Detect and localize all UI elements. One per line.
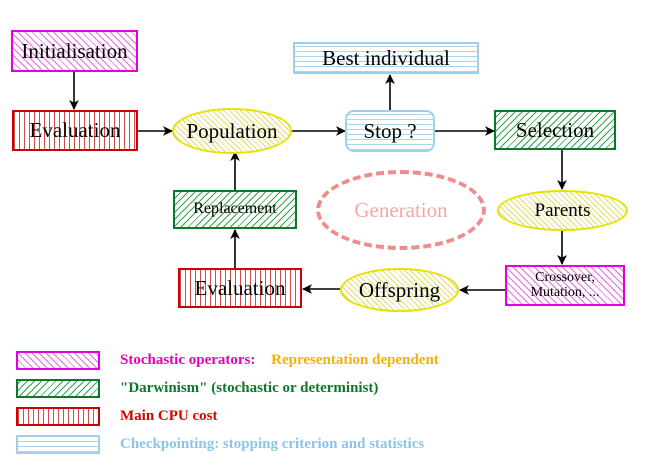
node-initialisation-label: Initialisation bbox=[21, 38, 128, 63]
legend-label-stochastic-operators: Stochastic operators: Representation dep… bbox=[120, 352, 439, 369]
legend-swatch-main-cpu-cost bbox=[16, 407, 100, 426]
node-best-individual[interactable]: Best individual bbox=[293, 42, 479, 74]
legend-label-a: Checkpointing: stopping criterion and st… bbox=[120, 436, 425, 452]
node-stop-label: Stop ? bbox=[363, 118, 417, 143]
node-parents[interactable]: Parents bbox=[497, 190, 628, 231]
node-evaluation-top-label: Evaluation bbox=[29, 118, 121, 143]
node-crossover-line1: Crossover, bbox=[535, 269, 595, 285]
node-replacement-label: Replacement bbox=[193, 200, 277, 218]
legend-row: Checkpointing: stopping criterion and st… bbox=[16, 432, 656, 457]
node-crossover-mutation[interactable]: Crossover, Mutation, ... bbox=[505, 265, 625, 306]
node-evaluation-bottom[interactable]: Evaluation bbox=[178, 268, 302, 308]
node-generation: Generation bbox=[316, 170, 486, 250]
node-selection-label: Selection bbox=[515, 117, 595, 142]
legend-label-a: Stochastic operators: bbox=[120, 352, 256, 368]
node-selection[interactable]: Selection bbox=[494, 110, 616, 150]
legend-row: "Darwinism" (stochastic or determinist) bbox=[16, 376, 656, 401]
node-offspring-label: Offspring bbox=[358, 277, 441, 302]
node-evaluation-top[interactable]: Evaluation bbox=[12, 110, 138, 151]
node-offspring[interactable]: Offspring bbox=[340, 268, 459, 312]
legend-row: Stochastic operators: Representation dep… bbox=[16, 348, 656, 373]
legend-swatch-checkpointing bbox=[16, 435, 100, 454]
legend-label-main-cpu-cost: Main CPU cost bbox=[120, 408, 218, 425]
node-crossover-line2: Mutation, ... bbox=[530, 284, 600, 300]
node-parents-label: Parents bbox=[534, 199, 591, 221]
legend-swatch-darwinism bbox=[16, 379, 100, 398]
node-population[interactable]: Population bbox=[172, 108, 292, 154]
legend-label-a: "Darwinism" (stochastic or determinist) bbox=[120, 380, 379, 396]
legend: Stochastic operators: Representation dep… bbox=[16, 348, 656, 460]
legend-label-a: Main CPU cost bbox=[120, 408, 218, 424]
legend-swatch-stochastic-operators bbox=[16, 351, 100, 370]
node-best-individual-label: Best individual bbox=[322, 45, 450, 70]
node-initialisation[interactable]: Initialisation bbox=[11, 30, 138, 72]
node-population-label: Population bbox=[186, 118, 278, 143]
node-generation-label: Generation bbox=[354, 197, 448, 222]
legend-label-checkpointing: Checkpointing: stopping criterion and st… bbox=[120, 436, 424, 453]
node-replacement[interactable]: Replacement bbox=[173, 190, 297, 229]
legend-label-darwinism: "Darwinism" (stochastic or determinist) bbox=[120, 380, 378, 397]
node-evaluation-bottom-label: Evaluation bbox=[194, 275, 286, 300]
legend-label-b: Representation dependent bbox=[271, 352, 439, 368]
node-stop[interactable]: Stop ? bbox=[345, 110, 435, 152]
legend-row: Main CPU cost bbox=[16, 404, 656, 429]
